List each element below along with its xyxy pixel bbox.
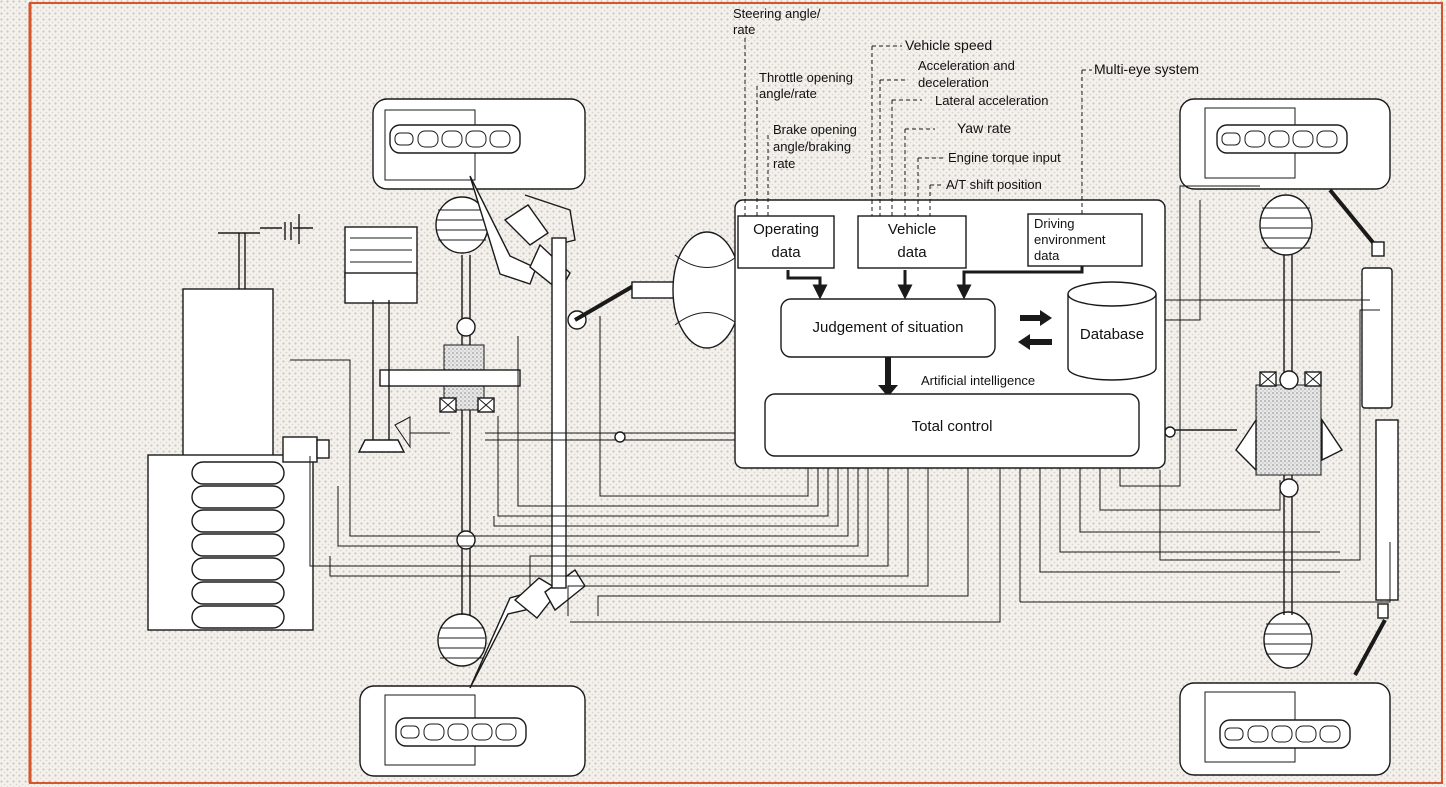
database-label: Database xyxy=(1080,326,1144,343)
right-drivetrain xyxy=(1164,255,1344,615)
brake-label-2: angle/braking xyxy=(773,139,851,154)
front-right-suspension xyxy=(1259,188,1393,409)
yaw-rate-label: Yaw rate xyxy=(957,120,1011,136)
engine-torque-label: Engine torque input xyxy=(948,150,1061,165)
operating-data-label: Operating xyxy=(753,221,819,238)
arrow-environment-to-judgement xyxy=(956,266,1084,300)
engine xyxy=(147,214,418,631)
total-control-block xyxy=(764,393,1140,457)
operating-data-block xyxy=(737,215,835,269)
left-drivetrain xyxy=(379,231,742,615)
operating-data-label-2: data xyxy=(771,244,801,261)
brake-label: Brake opening xyxy=(773,122,857,137)
throttle-label-2: angle/rate xyxy=(759,86,817,101)
driving-environment-label-2: environment xyxy=(1034,232,1106,247)
front-left-wheel xyxy=(372,98,586,190)
rear-left-suspension xyxy=(437,568,586,689)
rear-left-wheel xyxy=(359,685,586,777)
throttle-label: Throttle opening xyxy=(759,70,853,85)
wiring-harness xyxy=(290,185,1391,623)
driving-environment-block xyxy=(1027,213,1143,267)
judgement-label: Judgement of situation xyxy=(813,319,964,336)
arrow-operating-to-judgement xyxy=(786,270,828,300)
rear-right-suspension xyxy=(1263,419,1399,676)
lateral-acceleration-label: Lateral acceleration xyxy=(935,93,1048,108)
steering-label: Steering angle/ xyxy=(733,6,821,21)
ai-label: Artificial intelligence xyxy=(921,373,1035,388)
shift-position-label: A/T shift position xyxy=(946,177,1042,192)
driving-environment-label: Driving xyxy=(1034,216,1074,231)
brake-label-3: rate xyxy=(773,156,795,171)
front-left-suspension xyxy=(435,175,576,293)
total-control-label: Total control xyxy=(912,418,993,435)
database-cylinder xyxy=(1067,281,1157,381)
vehicle-data-block xyxy=(857,215,967,269)
acceleration-label: Acceleration and xyxy=(918,58,1015,73)
driving-environment-label-3: data xyxy=(1034,248,1060,263)
multi-eye-label: Multi-eye system xyxy=(1094,61,1199,77)
sensor-lines xyxy=(744,38,1092,216)
steering-label-2: rate xyxy=(733,22,755,37)
front-right-wheel xyxy=(1179,98,1391,190)
acceleration-label-2: deceleration xyxy=(918,75,989,90)
vehicle-data-label: Vehicle xyxy=(888,221,936,238)
vehicle-data-label-2: data xyxy=(897,244,927,261)
vehicle-speed-label: Vehicle speed xyxy=(905,37,992,53)
rear-right-wheel xyxy=(1179,682,1391,776)
